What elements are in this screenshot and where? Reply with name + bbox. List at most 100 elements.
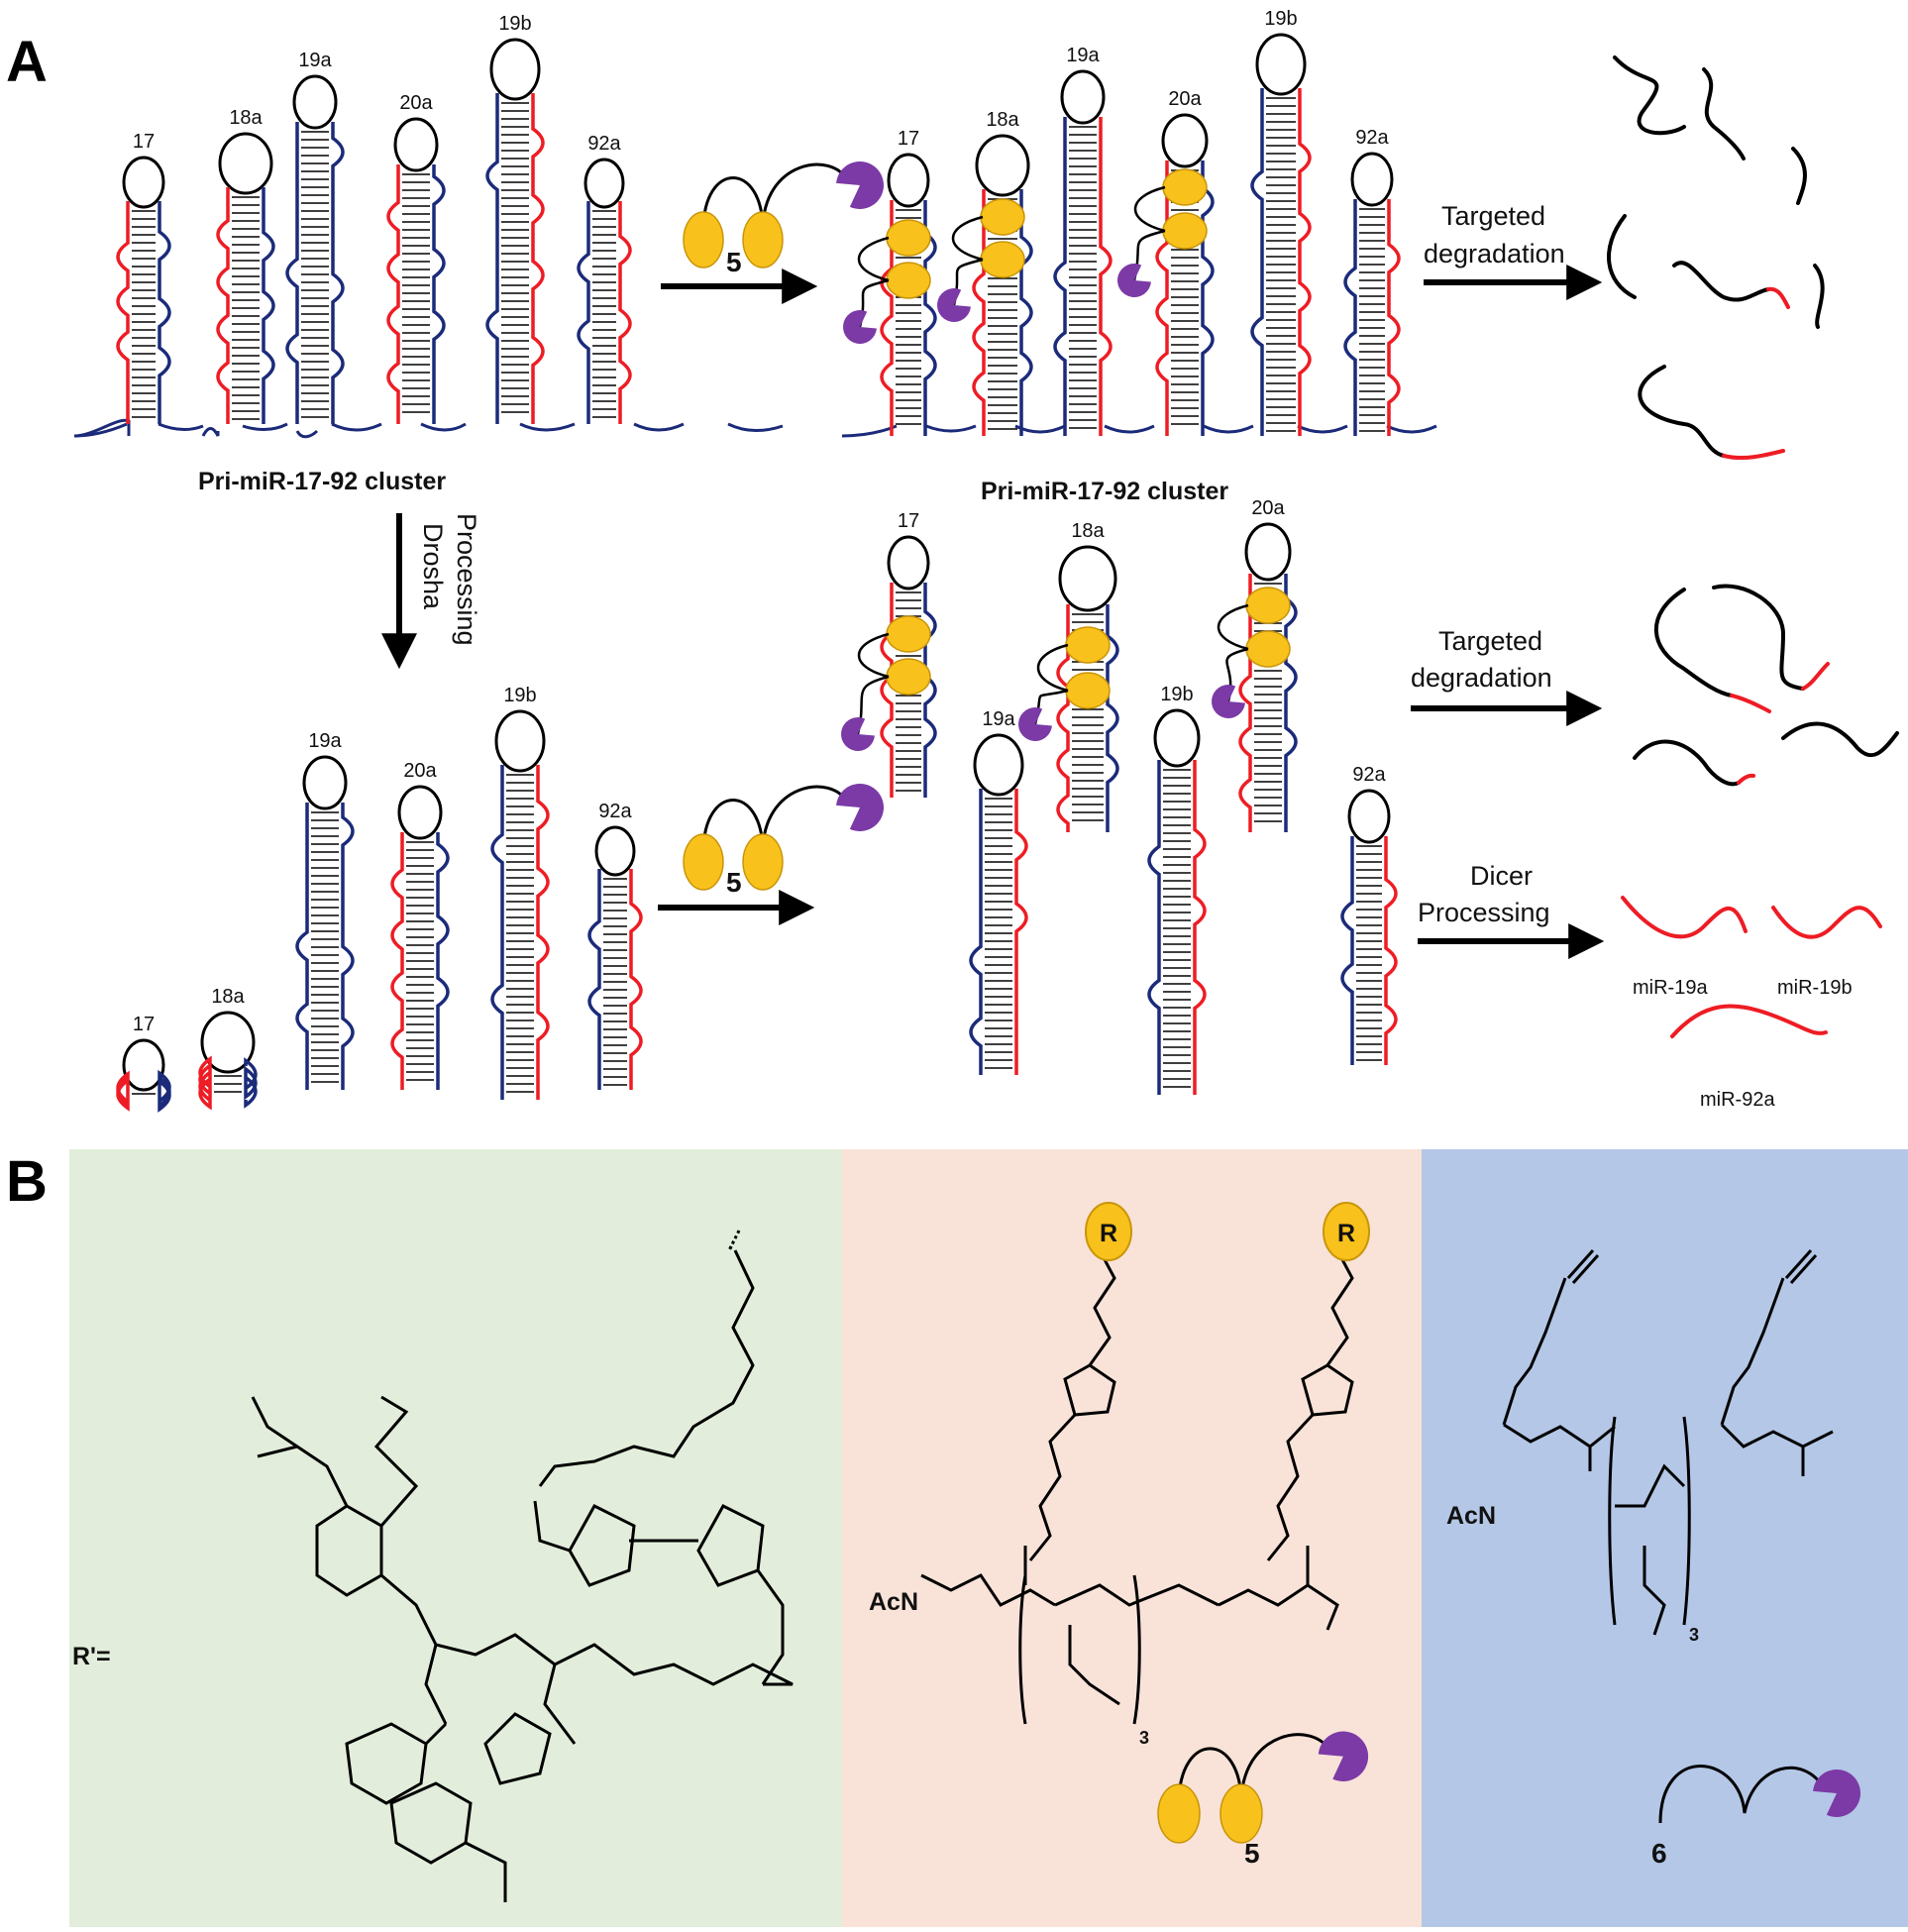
strand-right <box>331 122 345 424</box>
td-bot-line2: degradation <box>1411 663 1552 693</box>
strand-left <box>1155 161 1169 436</box>
hairpin-loop <box>1350 152 1394 207</box>
hairpin-loop <box>594 825 636 877</box>
strand-left <box>485 93 499 424</box>
hairpin-loop <box>494 709 546 773</box>
degraded-fragments-top <box>1607 55 1825 461</box>
hairpin-label: 20a <box>1251 497 1285 519</box>
hairpin-loop <box>1161 113 1209 168</box>
strand-right <box>923 583 937 798</box>
bead-icon <box>980 241 1025 278</box>
bead-icon <box>1157 1783 1201 1844</box>
hairpin-loop <box>887 535 930 590</box>
compound5-labels: R R AcN 3 <box>869 1202 1370 1748</box>
compound6-structure <box>1502 1249 1834 1636</box>
mirna-strand <box>1621 896 1748 939</box>
strand-left <box>116 1070 130 1112</box>
strand-right <box>1014 789 1028 1075</box>
drosha-processing-arrow: Drosha Processing <box>381 513 481 670</box>
bead-icon <box>886 615 931 653</box>
hairpin: 19a <box>285 50 345 424</box>
strand-left <box>587 869 601 1090</box>
strand-left <box>295 803 309 1090</box>
compound5-label-b: 5 <box>1244 1838 1260 1869</box>
pacman-icon <box>1212 684 1245 718</box>
hairpin: 18a <box>216 107 275 424</box>
mirna-strand <box>1771 906 1882 939</box>
targeted-degradation-arrow-bottom: Targeted degradation <box>1411 626 1603 726</box>
subscript-3-5: 3 <box>1139 1728 1149 1748</box>
hairpin: 18a <box>972 109 1033 436</box>
hairpin: 19a <box>1053 45 1113 436</box>
bead-icon <box>886 658 931 696</box>
hairpin-label: 19a <box>982 708 1015 730</box>
acn-label-5: AcN <box>869 1588 918 1616</box>
hairpin-label: 19b <box>503 685 536 706</box>
strand-right <box>923 200 937 436</box>
dicer-line1: Dicer <box>1470 861 1533 891</box>
hairpin: 17 <box>116 1014 171 1113</box>
hairpin-label: 18a <box>229 107 263 129</box>
bead-icon <box>683 833 724 891</box>
cluster-label-right: Pri-miR-17-92 cluster <box>981 478 1228 505</box>
linker <box>1658 1765 1826 1824</box>
backbone <box>841 424 1437 438</box>
strand-left <box>1343 199 1357 436</box>
hairpin-loop <box>1255 33 1307 96</box>
hairpin-loop <box>218 132 273 195</box>
td-top-line2: degradation <box>1424 239 1565 268</box>
hairpin: 20a <box>1155 88 1215 436</box>
subscript-3-6: 3 <box>1689 1625 1699 1645</box>
bead-icon <box>1219 1783 1263 1844</box>
hairpin-loop <box>1244 522 1292 582</box>
dicer-line2: Processing <box>1418 898 1550 927</box>
td-bot-line1: Targeted <box>1438 626 1542 656</box>
linker <box>857 632 890 679</box>
bead-icon <box>886 262 931 299</box>
mirna-strand <box>1670 1004 1828 1038</box>
hairpin: 17 <box>880 510 937 798</box>
degraded-fragments-bottom <box>1633 584 1899 787</box>
hairpin-label: 17 <box>898 128 919 150</box>
hairpin: 92a <box>587 801 643 1090</box>
bleomycin-structure <box>251 1230 794 1902</box>
hairpin-label: 92a <box>1352 764 1386 786</box>
pacman-icon <box>936 288 971 323</box>
compound6-cartoon <box>1658 1765 1860 1824</box>
strand-right <box>531 93 545 424</box>
r-prime-label: R'= <box>72 1643 111 1670</box>
hairpin: 19b <box>1250 8 1312 436</box>
strand-right <box>1384 836 1398 1065</box>
hairpin: 19b <box>490 685 550 1100</box>
strand-right <box>629 869 643 1090</box>
bead-icon <box>1245 587 1291 624</box>
hairpin-loop <box>489 38 541 101</box>
strand-left <box>1053 117 1067 436</box>
strand-left <box>972 189 986 436</box>
hairpin-label: 17 <box>133 131 155 153</box>
hairpin-loop <box>397 785 443 840</box>
hairpin-loop <box>393 117 439 172</box>
hairpin-label: 18a <box>1071 520 1105 542</box>
strand-right <box>1019 189 1033 436</box>
linker <box>1132 229 1166 281</box>
hairpin-loop <box>122 1038 165 1092</box>
hairpin: 92a <box>1340 764 1398 1065</box>
hairpin-loop <box>973 733 1024 797</box>
hairpin-loop <box>975 134 1030 197</box>
bead-icon <box>1245 630 1291 668</box>
strand-right <box>262 187 275 424</box>
hairpin-loop <box>1060 69 1106 125</box>
strand-left <box>969 789 983 1075</box>
compound5-label-top: 5 <box>726 247 742 277</box>
acn-label-6: AcN <box>1446 1502 1496 1530</box>
strand-left <box>216 187 230 424</box>
bead-icon <box>742 833 784 891</box>
hairpin-loop <box>1153 708 1201 768</box>
compound5-cartoon <box>1157 1731 1369 1844</box>
pacman-icon <box>1116 263 1151 297</box>
